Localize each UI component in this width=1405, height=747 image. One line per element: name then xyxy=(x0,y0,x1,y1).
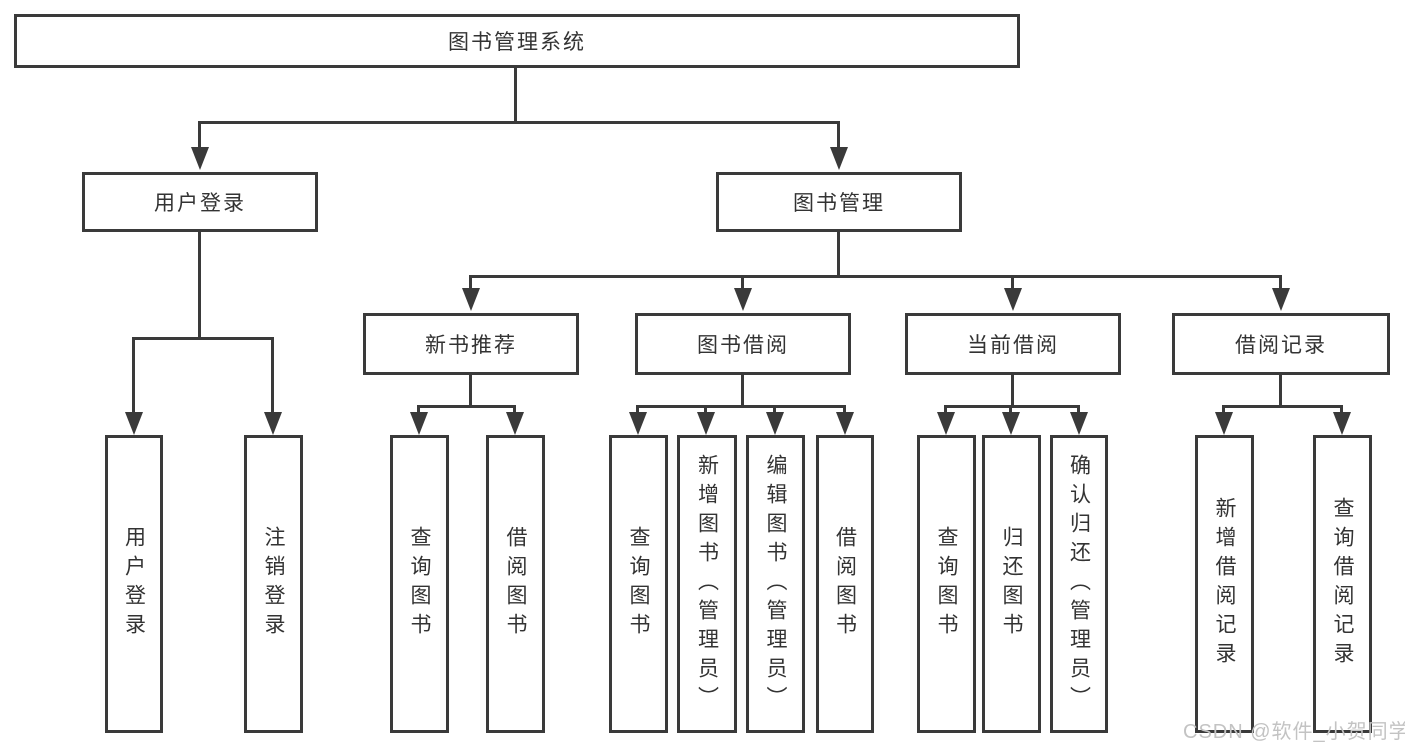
node-label: 新增借阅记录 xyxy=(1213,497,1236,671)
connector-arrow xyxy=(837,121,840,147)
node-label: 借阅图书 xyxy=(833,526,857,642)
leaf-borrow-books-borrowing: 借阅图书 xyxy=(816,435,874,733)
node-library-management-system: 图书管理系统 xyxy=(14,14,1020,68)
leaf-edit-book-admin: 编辑图书（管理员） xyxy=(746,435,805,733)
node-label: 查询图书 xyxy=(627,526,650,642)
connector-line xyxy=(1222,405,1343,408)
csdn-watermark: CSDN @软件_小贺同学 xyxy=(1183,721,1405,743)
node-user-login: 用户登录 xyxy=(82,172,318,232)
leaf-query-borrow-record: 查询借阅记录 xyxy=(1313,435,1372,733)
connector-arrow xyxy=(1222,405,1225,412)
node-label: 查询图书 xyxy=(408,526,431,642)
connector-line xyxy=(944,405,1080,408)
node-label: 借阅图书 xyxy=(504,526,527,642)
node-label: 新增图书（管理员） xyxy=(695,453,719,715)
node-borrowing-records: 借阅记录 xyxy=(1172,313,1390,375)
node-book-management: 图书管理 xyxy=(716,172,962,232)
node-label: 图书管理系统 xyxy=(448,31,586,54)
connector-arrow xyxy=(704,405,707,412)
connector-arrow xyxy=(1340,405,1343,412)
node-new-book-recommendation: 新书推荐 xyxy=(363,313,579,375)
node-label: 用户登录 xyxy=(154,192,246,215)
leaf-add-book-admin: 新增图书（管理员） xyxy=(677,435,737,733)
connector-arrow xyxy=(944,405,947,412)
connector-line xyxy=(1011,375,1014,408)
connector-line xyxy=(636,405,846,408)
leaf-add-borrow-record: 新增借阅记录 xyxy=(1195,435,1254,733)
connector-line xyxy=(417,405,516,408)
node-current-borrowing: 当前借阅 xyxy=(905,313,1121,375)
connector-arrow xyxy=(773,405,776,412)
leaf-return-books: 归还图书 xyxy=(982,435,1041,733)
node-label: 归还图书 xyxy=(1000,526,1023,642)
connector-arrow xyxy=(741,275,744,288)
node-label: 当前借阅 xyxy=(967,334,1059,357)
leaf-user-login: 用户登录 xyxy=(105,435,163,733)
leaf-confirm-return-admin: 确认归还（管理员） xyxy=(1050,435,1108,733)
connector-arrow xyxy=(843,405,846,412)
connector-line xyxy=(741,375,744,408)
connector-arrow xyxy=(271,337,274,412)
node-book-borrowing: 图书借阅 xyxy=(635,313,851,375)
leaf-query-books-borrowing: 查询图书 xyxy=(609,435,668,733)
leaf-logout: 注销登录 xyxy=(244,435,303,733)
leaf-query-books-recommend: 查询图书 xyxy=(390,435,449,733)
connector-line xyxy=(1279,375,1282,408)
connector-arrow xyxy=(132,337,135,412)
connector-arrow xyxy=(198,121,201,147)
node-label: 确认归还（管理员） xyxy=(1067,453,1091,715)
connector-arrow xyxy=(1077,405,1080,412)
node-label: 图书借阅 xyxy=(697,334,789,357)
connector-line xyxy=(469,375,472,408)
connector-line xyxy=(198,232,201,337)
connector-line xyxy=(837,232,840,278)
leaf-borrow-books-recommend: 借阅图书 xyxy=(486,435,545,733)
connector-arrow xyxy=(636,405,639,412)
node-label: 查询借阅记录 xyxy=(1331,497,1354,671)
connector-arrow xyxy=(1009,405,1012,412)
node-label: 借阅记录 xyxy=(1235,334,1327,357)
connector-arrow xyxy=(1279,275,1282,288)
connector-arrow xyxy=(469,275,472,288)
node-label: 新书推荐 xyxy=(425,334,517,357)
connector-arrow xyxy=(1011,275,1014,288)
connector-line xyxy=(132,337,274,340)
connector-line xyxy=(514,68,517,121)
connector-line xyxy=(198,121,840,124)
connector-arrow xyxy=(513,405,516,412)
leaf-query-books-current: 查询图书 xyxy=(917,435,976,733)
node-label: 图书管理 xyxy=(793,192,885,215)
node-label: 用户登录 xyxy=(122,526,146,642)
node-label: 注销登录 xyxy=(262,526,285,642)
connector-line xyxy=(469,275,1282,278)
connector-arrow xyxy=(417,405,420,412)
node-label: 编辑图书（管理员） xyxy=(764,453,787,715)
node-label: 查询图书 xyxy=(935,526,958,642)
